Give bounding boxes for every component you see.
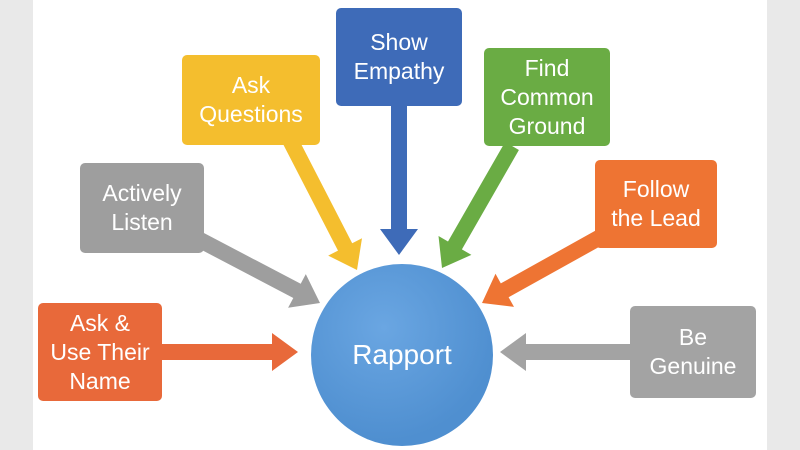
arrow-ask-questions: [282, 136, 362, 270]
node-ask-questions: Ask Questions: [182, 55, 320, 145]
node-label: Be Genuine: [649, 324, 737, 379]
node-label: Ask Questions: [199, 72, 303, 127]
arrow-be-genuine: [500, 333, 632, 371]
rapport-hub: Rapport: [311, 264, 493, 446]
arrow-find-common-ground: [438, 142, 519, 268]
node-follow-the-lead: Follow the Lead: [595, 160, 717, 248]
arrow-actively-listen: [196, 232, 320, 308]
arrow-ask-use-name: [160, 333, 298, 371]
hub-label: Rapport: [352, 339, 452, 370]
node-be-genuine: Be Genuine: [630, 306, 756, 398]
arrow-follow-the-lead: [482, 228, 608, 307]
node-actively-listen: Actively Listen: [80, 163, 204, 253]
node-label: Show Empathy: [353, 29, 445, 84]
node-ask-use-name: Ask & Use Their Name: [38, 303, 162, 401]
node-label: Actively Listen: [102, 180, 182, 235]
node-label: Ask & Use Their Name: [50, 309, 150, 394]
node-label: Find Common Ground: [500, 54, 594, 139]
node-label: Follow the Lead: [611, 176, 701, 231]
node-show-empathy: Show Empathy: [336, 8, 462, 106]
node-find-common-ground: Find Common Ground: [484, 48, 610, 146]
arrow-show-empathy: [380, 106, 418, 255]
